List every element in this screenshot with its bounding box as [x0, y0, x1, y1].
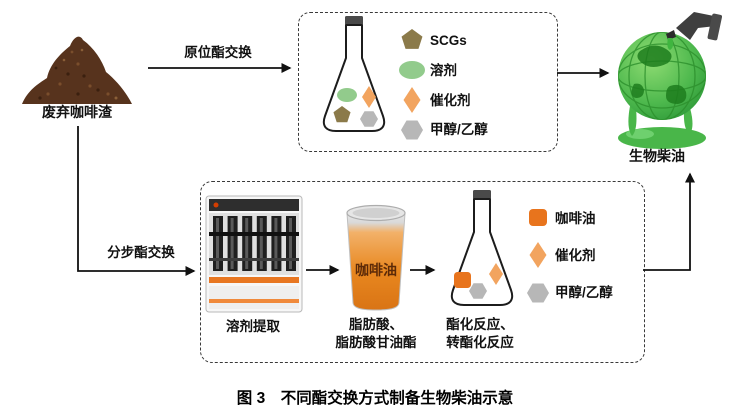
coffee-oil-beaker-image: [346, 204, 406, 311]
arrow-stepwise: [77, 126, 196, 276]
legend-top-label-methanol: 甲醇/乙醇: [430, 122, 488, 137]
methanol-shape-icon: [360, 111, 378, 127]
legend-top-markers: [399, 29, 425, 140]
coffee-oil-shape-icon: [454, 272, 471, 288]
legend-bottom-label-catalyst: 催化剂: [555, 248, 596, 263]
scgs-shape-icon: [333, 106, 351, 123]
esterification-flask-image: [450, 190, 514, 306]
stepwise-process-box: [200, 181, 645, 363]
solvent-extraction-label: 溶剂提取: [226, 319, 280, 334]
solvent-extractor-image: [205, 195, 303, 313]
insitu-process-box: [298, 12, 558, 152]
insitu-flask-image: [322, 16, 386, 132]
fatty-acid-label-line2: 脂肪酸甘油酯: [335, 335, 417, 350]
beaker-coffee-oil-label: 咖啡油: [355, 262, 397, 278]
legend-top-label-scgs: SCGs: [430, 33, 467, 48]
biodiesel-globe-image: [618, 12, 723, 149]
fuel-nozzle-icon: [666, 12, 723, 50]
legend-diamond-icon: [529, 242, 547, 268]
catalyst-shape-icon: [362, 86, 376, 108]
legend-top-label-catalyst: 催化剂: [430, 93, 471, 108]
legend-hexagon-icon: [527, 283, 549, 303]
legend-diamond-icon: [403, 87, 421, 113]
stepwise-route-label: 分步酯交换: [107, 245, 175, 260]
flask-cap-icon: [345, 16, 363, 25]
legend-bottom-markers: [527, 209, 549, 303]
esterification-label-line2: 转酯化反应: [446, 335, 514, 350]
coffee-grounds-image: [22, 36, 132, 104]
fatty-acid-label-line1: 脂肪酸、: [349, 317, 403, 332]
flask-cap-icon: [473, 190, 491, 199]
biodiesel-label: 生物柴油: [629, 148, 685, 164]
legend-square-icon: [529, 209, 547, 226]
legend-pentagon-icon: [401, 29, 423, 49]
legend-hexagon-icon: [401, 120, 423, 140]
legend-bottom-label-coffee-oil: 咖啡油: [555, 211, 596, 226]
catalyst-shape-icon: [489, 263, 503, 285]
coffee-grounds-label: 废弃咖啡渣: [42, 104, 112, 120]
methanol-shape-icon: [469, 283, 487, 299]
solvent-shape-icon: [337, 88, 357, 102]
legend-top-label-solvent: 溶剂: [430, 63, 457, 78]
legend-bottom-label-methanol: 甲醇/乙醇: [555, 285, 613, 300]
legend-ellipse-icon: [399, 61, 425, 79]
insitu-route-label: 原位酯交换: [184, 45, 252, 60]
arrow-bottom-to-globe: [643, 172, 695, 271]
esterification-label-line1: 酯化反应、: [446, 317, 514, 332]
figure-caption: 图 3 不同酯交换方式制备生物柴油示意: [236, 390, 514, 407]
